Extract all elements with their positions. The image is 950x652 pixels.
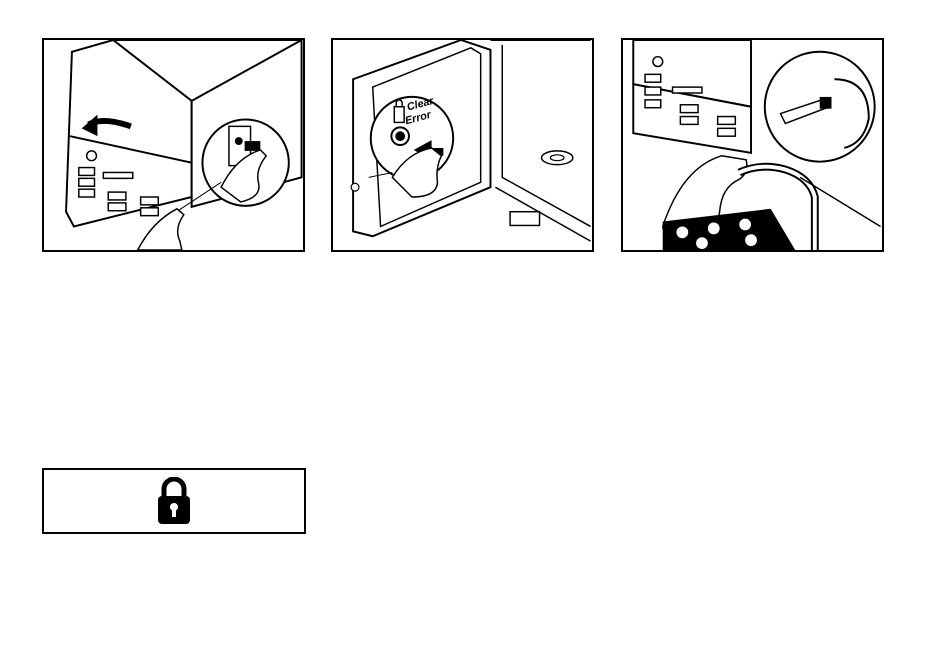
hose-connection-illustration bbox=[623, 40, 882, 250]
padlock-icon bbox=[156, 477, 192, 525]
small-lock-icon bbox=[394, 107, 404, 123]
illustration-clear-error: Clear Error bbox=[331, 38, 594, 252]
lock-indicator-box bbox=[42, 468, 306, 534]
clear-error-illustration: Clear Error bbox=[333, 40, 592, 250]
open-cover-illustration bbox=[44, 40, 303, 250]
illustration-open-cover bbox=[42, 38, 305, 252]
illustration-connect-hose bbox=[621, 38, 884, 252]
